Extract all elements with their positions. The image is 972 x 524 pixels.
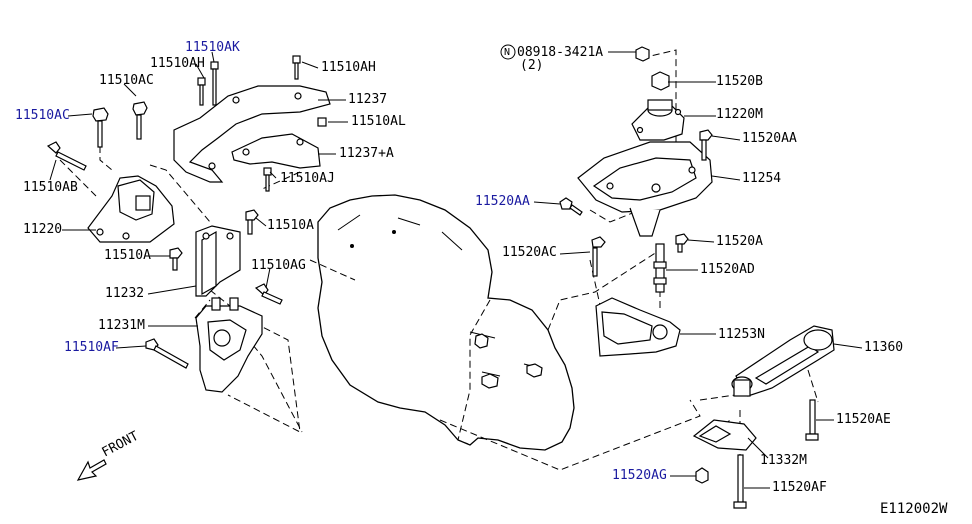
bracket-11232	[195, 225, 241, 297]
label-n-symbol: N	[504, 47, 511, 58]
label-11510AC-left: 11510AC	[15, 108, 70, 123]
n-circle-icon	[500, 44, 516, 60]
engine-block	[317, 194, 575, 451]
link-11360	[731, 325, 835, 397]
label-11520AF: 11520AF	[772, 480, 827, 495]
diagram-code: E112002W	[880, 501, 948, 517]
bracket-11332M	[692, 419, 757, 451]
label-11510A-left: 11510A	[104, 248, 151, 263]
label-11253N: 11253N	[718, 327, 765, 342]
bracket-11237	[173, 85, 331, 183]
label-11510AG: 11510AG	[251, 258, 306, 273]
label-11360: 11360	[864, 340, 904, 355]
label-11237: 11237	[348, 92, 388, 107]
mount-11220M	[631, 99, 685, 141]
mount-11254	[577, 141, 713, 237]
label-11510AC-top: 11510AC	[99, 73, 154, 88]
label-11510AF: 11510AF	[64, 340, 119, 355]
label-11220: 11220	[23, 222, 63, 237]
label-11254: 11254	[742, 171, 782, 186]
label-11510AB: 11510AB	[23, 180, 78, 195]
label-08918-3421A: 08918-3421A	[517, 45, 604, 60]
label-11520AA-left: 11520AA	[475, 194, 530, 209]
front-arrow-icon	[76, 459, 107, 481]
label-11237A: 11237+A	[339, 146, 394, 161]
label-11220M: 11220M	[716, 107, 763, 122]
label-11232: 11232	[105, 286, 145, 301]
mount-11253N	[595, 297, 681, 357]
label-11510AH-top: 11510AH	[150, 56, 205, 71]
mount-11231M	[195, 297, 263, 393]
label-11520A: 11520A	[716, 234, 763, 249]
nut-08918	[635, 46, 650, 62]
label-11520AC: 11520AC	[502, 245, 557, 260]
label-11520AD: 11520AD	[700, 262, 755, 277]
label-11520AG: 11520AG	[612, 468, 667, 483]
bolts-left	[46, 55, 327, 369]
bolts-right	[559, 129, 819, 509]
nut-11520B	[651, 71, 670, 91]
label-11520AA-right: 11520AA	[742, 131, 797, 146]
label-11510AH-right: 11510AH	[321, 60, 376, 75]
label-11510A-right: 11510A	[267, 218, 314, 233]
label-11510AL: 11510AL	[351, 114, 406, 129]
label-11520B: 11520B	[716, 74, 763, 89]
label-11332M: 11332M	[760, 453, 807, 468]
label-11510AJ: 11510AJ	[280, 171, 335, 186]
label-11520AE: 11520AE	[836, 412, 891, 427]
label-11510AK: 11510AK	[185, 40, 240, 55]
label-11231M: 11231M	[98, 318, 145, 333]
label-quantity: (2)	[520, 58, 544, 73]
mount-11220	[87, 175, 175, 243]
leader-lines	[49, 51, 863, 489]
